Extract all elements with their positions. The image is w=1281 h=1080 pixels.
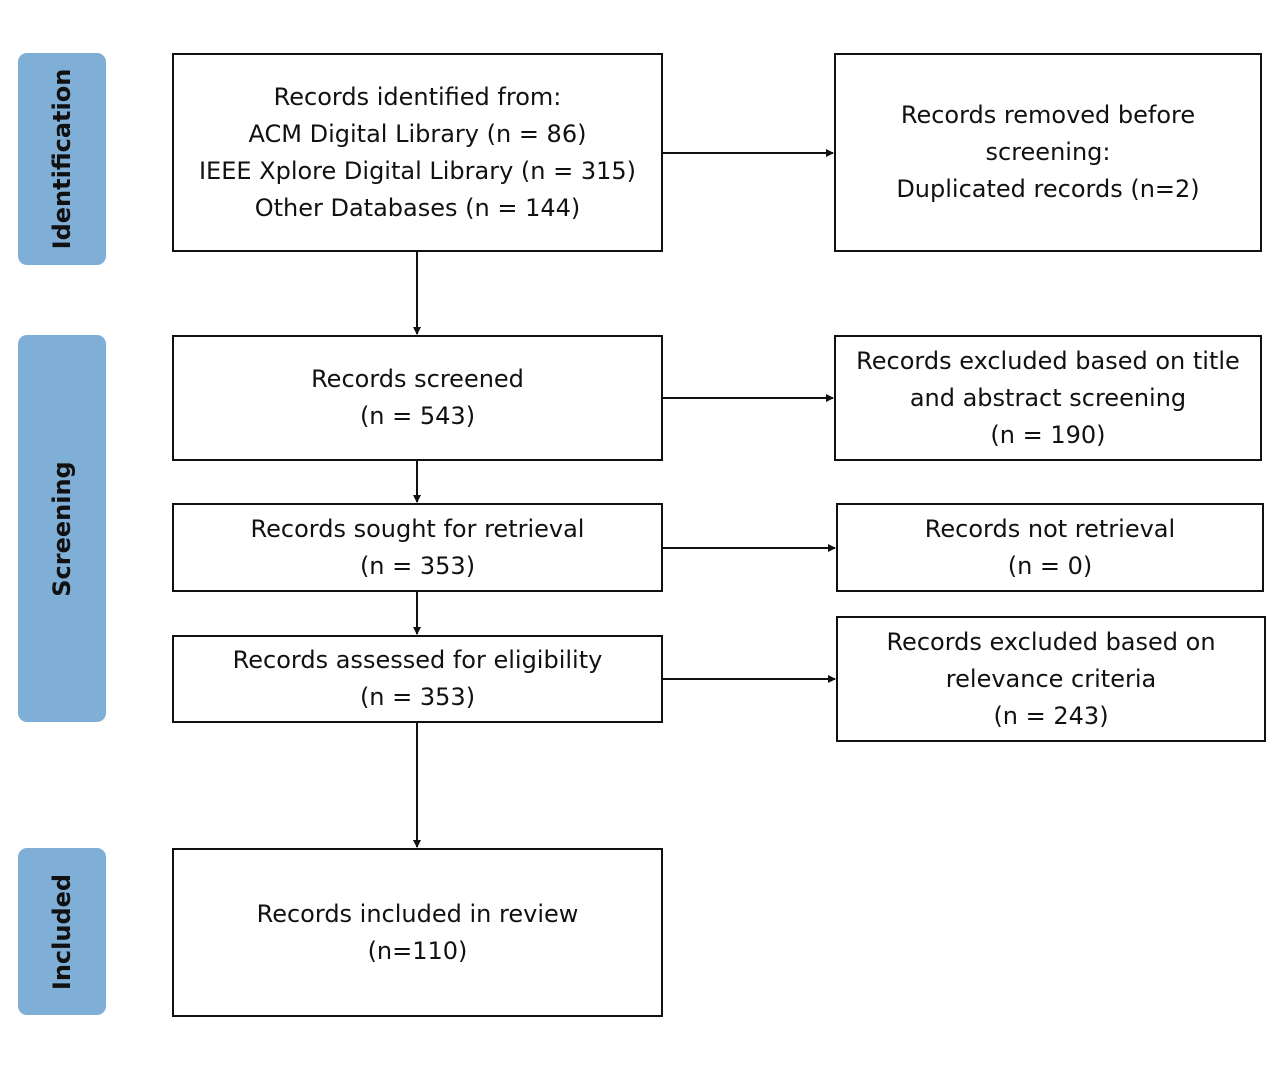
records-included-line-2: (n=110) <box>367 936 468 965</box>
records-excluded-relevance-line-3: (n = 243) <box>993 701 1109 730</box>
records-identified-box: Records identified from: ACM Digital Lib… <box>172 53 663 252</box>
records-not-retrieved-line-1: Records not retrieval <box>924 514 1176 543</box>
records-assessed-box: Records assessed for eligibility (n = 35… <box>172 635 663 723</box>
records-excluded-relevance-line-1: Records excluded based on <box>886 627 1216 656</box>
records-identified-line-2: ACM Digital Library (n = 86) <box>248 119 587 148</box>
records-identified-line-4: Other Databases (n = 144) <box>254 193 581 222</box>
records-assessed-line-2: (n = 353) <box>359 683 476 711</box>
records-removed-box: Records removed before screening: Duplic… <box>834 53 1262 252</box>
records-sought-line-1: Records sought for retrieval <box>250 514 585 543</box>
records-screened-box: Records screened (n = 543) <box>172 335 663 461</box>
records-removed-line-2: screening: <box>985 138 1111 166</box>
phase-included: Included <box>18 848 106 1015</box>
records-sought-line-2: (n = 353) <box>359 551 476 580</box>
records-assessed-line-1: Records assessed for eligibility <box>232 646 603 674</box>
records-sought-box: Records sought for retrieval (n = 353) <box>172 503 663 592</box>
records-not-retrieved-box: Records not retrieval (n = 0) <box>836 503 1264 592</box>
phase-identification: Identification <box>18 53 106 265</box>
records-screened-line-2: (n = 543) <box>359 402 476 430</box>
records-excluded-relevance-box: Records excluded based on relevance crit… <box>836 616 1266 742</box>
records-included-box: Records included in review (n=110) <box>172 848 663 1017</box>
phase-screening: Screening <box>18 335 106 722</box>
records-excluded-title-line-2: and abstract screening <box>909 383 1187 412</box>
records-screened-line-1: Records screened <box>311 365 524 393</box>
records-excluded-title-box: Records excluded based on title and abst… <box>834 335 1262 461</box>
records-included-line-1: Records included in review <box>256 899 579 928</box>
records-identified-line-1: Records identified from: <box>273 82 562 111</box>
records-excluded-relevance-line-2: relevance criteria <box>945 664 1157 693</box>
records-identified-line-3: IEEE Xplore Digital Library (n = 315) <box>198 156 637 185</box>
records-not-retrieved-line-2: (n = 0) <box>1007 551 1093 580</box>
records-removed-line-1: Records removed before <box>900 101 1196 129</box>
records-excluded-title-line-1: Records excluded based on title <box>856 346 1240 375</box>
records-excluded-title-line-3: (n = 190) <box>990 420 1106 449</box>
records-removed-line-3: Duplicated records (n=2) <box>896 175 1200 203</box>
